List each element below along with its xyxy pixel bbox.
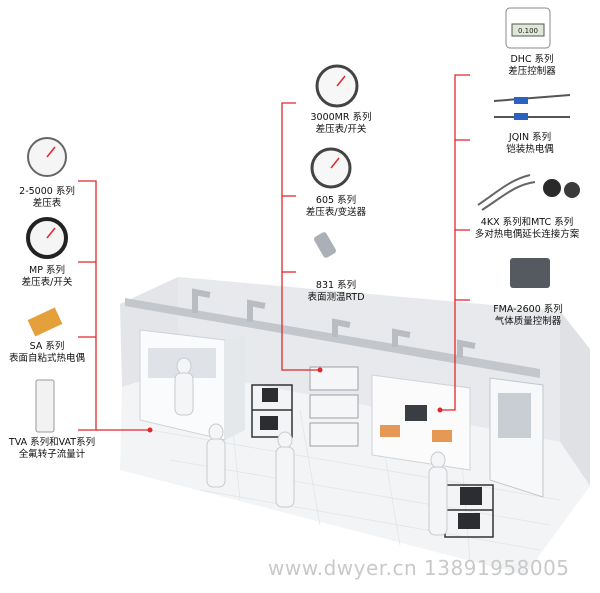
- product-desc: 全氟转子流量计: [18, 449, 86, 460]
- duct-branches: [192, 288, 476, 358]
- callout-dots: [147, 367, 443, 433]
- watermark: www.dwyer.cn 13891958005: [268, 556, 570, 580]
- pass-box-item: [432, 430, 452, 442]
- sa-thermocouple-image: [27, 307, 63, 337]
- product-name: 3000MR 系列: [310, 112, 372, 123]
- dhc-display-value: 0.100: [517, 27, 539, 35]
- product-desc: 多对热电偶延长连接方案: [474, 229, 580, 240]
- label-mp: MP 系列 差压表/开关: [10, 265, 84, 289]
- cabinet-top: [309, 366, 359, 391]
- label-2-5000: 2-5000 系列 差压表: [10, 186, 84, 210]
- product-name: DHC 系列: [510, 54, 554, 65]
- product-desc: 差压表/变送器: [305, 207, 367, 218]
- pass-box-screen: [405, 405, 427, 421]
- label-jqin: JQIN 系列 铠装热电偶: [500, 132, 560, 156]
- callout-lines: [78, 74, 470, 431]
- product-images: [26, 7, 580, 433]
- product-desc: 差压表/开关: [315, 124, 367, 135]
- product-name: SA 系列: [29, 341, 65, 352]
- product-name: FMA-2600 系列: [493, 304, 563, 315]
- product-desc: 气体质量控制器: [494, 316, 562, 327]
- product-name: 605 系列: [315, 195, 357, 206]
- label-831: 831 系列 表面测温RTD: [294, 280, 378, 304]
- label-tva-vat: TVA 系列和VAT系列 全氟转子流量计: [2, 437, 102, 461]
- label-fma-2600: FMA-2600 系列 气体质量控制器: [480, 304, 576, 328]
- cart-left: [251, 384, 293, 438]
- product-desc: 差压表/开关: [21, 277, 73, 288]
- product-name: MP 系列: [29, 265, 65, 276]
- product-name: 831 系列: [315, 280, 357, 291]
- product-desc: 铠装热电偶: [506, 144, 554, 155]
- label-sa: SA 系列 表面自粘式热电偶: [4, 341, 90, 365]
- cabinet-bottom: [309, 422, 359, 447]
- airlock-window: [498, 393, 531, 438]
- pass-box-item: [380, 425, 400, 437]
- workers: [174, 357, 448, 536]
- label-3000mr: 3000MR 系列 差压表/开关: [302, 112, 380, 136]
- label-dhc: DHC 系列 差压控制器: [493, 54, 571, 78]
- label-605: 605 系列 差压表/变送器: [294, 195, 378, 219]
- product-desc: 表面测温RTD: [307, 292, 365, 303]
- label-4kx-mtc: 4KX 系列和MTC 系列 多对热电偶延长连接方案: [462, 217, 592, 241]
- pass-box: [371, 374, 471, 471]
- 831-rtd-image: [314, 232, 336, 258]
- product-name: 4KX 系列和MTC 系列: [480, 217, 574, 228]
- product-desc: 表面自粘式热电偶: [8, 353, 85, 364]
- 4kx-cable-image: [477, 174, 536, 211]
- product-name: 2-5000 系列: [19, 186, 75, 197]
- product-desc: 差压表: [32, 198, 62, 209]
- product-name: TVA 系列和VAT系列: [8, 437, 96, 448]
- right-wall: [560, 311, 590, 486]
- jqin-thermocouple-image: [493, 94, 571, 118]
- air-duct: [125, 298, 540, 378]
- product-name: JQIN 系列: [508, 132, 552, 143]
- fma-2600-image: [510, 258, 550, 288]
- product-desc: 差压控制器: [508, 66, 556, 77]
- cabinet-middle: [309, 394, 359, 419]
- tva-flowmeter-image: [35, 379, 55, 433]
